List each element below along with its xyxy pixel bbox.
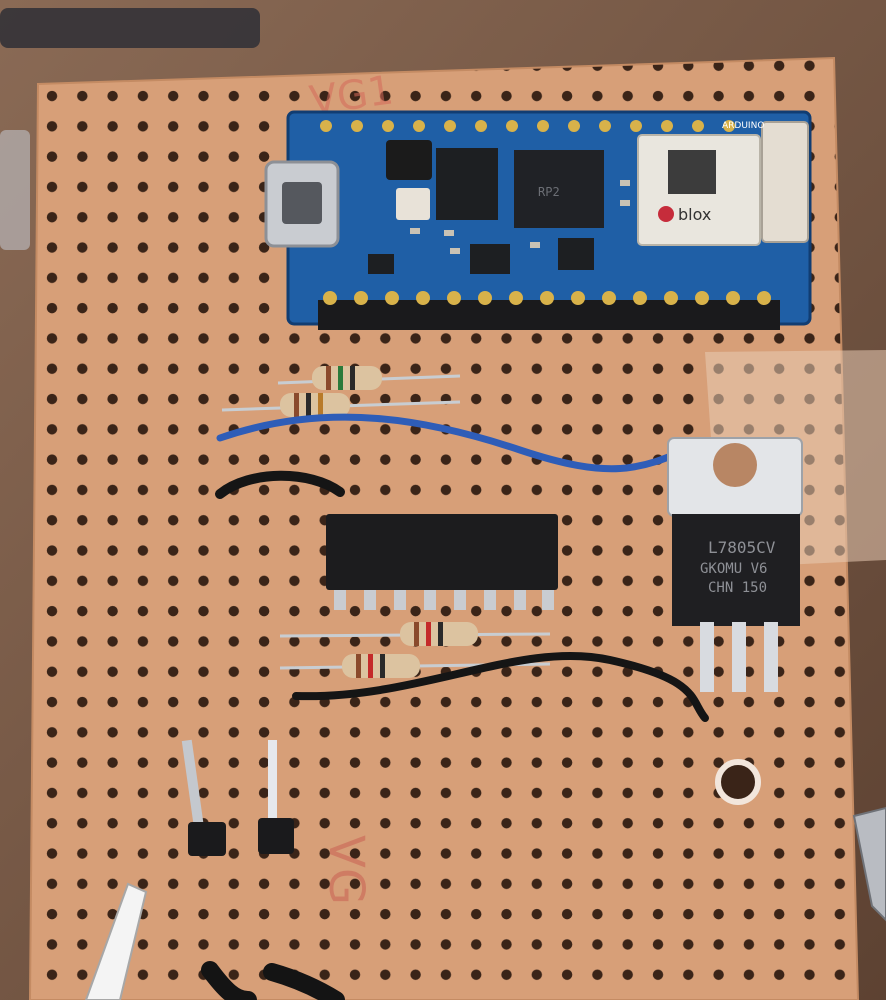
metal-clip bbox=[852, 806, 886, 922]
microphone bbox=[386, 140, 432, 180]
dip-ic bbox=[326, 514, 558, 610]
header-pin bbox=[181, 739, 226, 856]
black-test-lead bbox=[263, 963, 345, 1000]
voltage-regulator: L7805CV GKOMU V6 CHN 150 bbox=[667, 437, 803, 692]
blue-jumper-wire bbox=[216, 413, 694, 473]
board-label-bottom: VG bbox=[318, 835, 374, 905]
mounting-hole bbox=[715, 759, 761, 805]
regulator-text-line1: L7805CV bbox=[708, 538, 776, 557]
ublox-label: blox bbox=[678, 205, 711, 224]
black-jumper-wire bbox=[292, 651, 709, 722]
antenna-connector bbox=[761, 121, 809, 243]
regulator-text-line2: GKOMU V6 bbox=[700, 561, 767, 577]
reset-button bbox=[396, 188, 430, 220]
background-object bbox=[0, 8, 260, 48]
qr-code bbox=[668, 150, 716, 194]
chip bbox=[436, 148, 498, 220]
chip bbox=[558, 238, 594, 270]
svg-text:RP2: RP2 bbox=[538, 185, 560, 199]
resistor bbox=[221, 393, 461, 417]
rp2040-chip bbox=[514, 150, 604, 228]
background-object bbox=[0, 130, 30, 250]
header-pin bbox=[258, 740, 294, 854]
chip bbox=[470, 244, 510, 274]
arduino-nano-board: RP2 blox ARDUINO bbox=[264, 110, 812, 330]
arduino-brand-text: ARDUINO bbox=[722, 121, 764, 131]
resistor bbox=[277, 366, 461, 390]
regulator-text-line3: CHN 150 bbox=[708, 580, 767, 596]
white-test-lead bbox=[84, 882, 148, 1000]
arduino-top-pins bbox=[320, 120, 735, 132]
chip bbox=[368, 254, 394, 274]
black-jumper-wire bbox=[215, 470, 345, 499]
arduino-bottom-header bbox=[318, 300, 780, 330]
resistor bbox=[279, 622, 551, 646]
